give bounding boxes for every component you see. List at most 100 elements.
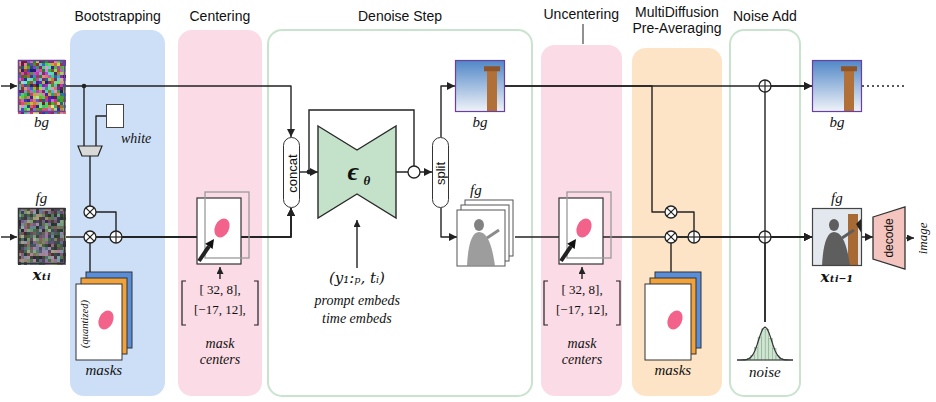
noise-pixel [51, 93, 54, 96]
noise-pixel [27, 253, 30, 256]
bg-prediction-image: bg [455, 60, 505, 112]
noise-pixel [48, 244, 51, 247]
node-shape [812, 60, 862, 112]
image-border [456, 61, 505, 112]
noise-pixel [24, 75, 27, 78]
noise-pixel [42, 220, 45, 223]
noise-pixel [27, 217, 30, 220]
noise-pixel [60, 226, 63, 229]
noise-pixel [57, 211, 60, 214]
noise-pixel [57, 250, 60, 253]
gaussian-noise: noise [737, 322, 793, 362]
embedding-caption: prompt embeds [315, 293, 400, 309]
noise-pixel [39, 81, 42, 84]
noise-pixel [30, 75, 33, 78]
operator-stroke [693, 231, 694, 243]
stage-band-fill [541, 45, 622, 396]
mask-centers-caption: mask centers [552, 336, 612, 368]
noise-pixel [42, 99, 45, 102]
noise-pixel [54, 75, 57, 78]
noise-pixel [42, 96, 45, 99]
noise-pixel [60, 232, 63, 235]
sky [812, 60, 862, 112]
noise-pixel [57, 223, 60, 226]
noise-pixel [60, 93, 63, 96]
node-shape [455, 60, 505, 112]
noise-pixel [42, 235, 45, 238]
figure-head [474, 219, 484, 231]
noise-pixel [42, 229, 45, 232]
noise-pixel [45, 247, 48, 250]
noise-pixel [60, 241, 63, 244]
noise-pixel [45, 253, 48, 256]
noise-pixel [24, 211, 27, 214]
noise-pixel [51, 99, 54, 102]
noise-pixel [24, 69, 27, 72]
operator-stroke [667, 208, 675, 216]
noise-pixel [51, 226, 54, 229]
embedding-arrow [356, 220, 357, 268]
noise-pixel [21, 247, 24, 250]
noise-pixel [54, 93, 57, 96]
noise-pixel [30, 220, 33, 223]
noise-pixel [42, 63, 45, 66]
noise-pixel [24, 102, 27, 105]
noise-pixel [57, 93, 60, 96]
noise-pixel [33, 78, 36, 81]
white-image: white [106, 104, 124, 128]
stage-band: Bootstrappingwhite(quantized)masks [70, 30, 165, 396]
image-border [813, 209, 862, 266]
mask-page [76, 284, 122, 360]
noise-pixel [42, 232, 45, 235]
noise-pixel [36, 229, 39, 232]
noise-pixel [24, 247, 27, 250]
node-shape [18, 208, 65, 264]
noise-pixel [60, 87, 63, 90]
noise-pixel [33, 235, 36, 238]
figure-arm [842, 230, 854, 238]
noise-pixel [39, 229, 42, 232]
noise-pixel [33, 81, 36, 84]
noise-pixel [42, 66, 45, 69]
noise-pixel [33, 99, 36, 102]
mask-center-row: [−17, 12], [556, 303, 608, 318]
operator-stroke [764, 231, 765, 243]
noise-pixel [54, 250, 57, 253]
noise-pixel [54, 214, 57, 217]
noise-pixel [42, 259, 45, 262]
noise-pixel [24, 87, 27, 90]
decoder-shape [873, 207, 905, 269]
noise-pixel [48, 217, 51, 220]
noise-pixel [27, 87, 30, 90]
noise-pixel [54, 102, 57, 105]
noise-pixel [30, 259, 33, 262]
add-operator [110, 231, 122, 243]
noise-pixel [54, 235, 57, 238]
noise-pixel [24, 229, 27, 232]
noise-pixel [24, 72, 27, 75]
mask-stack: masks [645, 272, 701, 360]
matrix-bracket [254, 281, 258, 325]
noise-pixel [30, 253, 33, 256]
noise-pixel [42, 253, 45, 256]
noise-pixel [60, 96, 63, 99]
noise-pixel [36, 75, 39, 78]
noise-pixel [30, 81, 33, 84]
mask-blob [95, 308, 116, 332]
noise-pixel [48, 108, 51, 111]
noise-pixel [24, 93, 27, 96]
noise-pixel [21, 253, 24, 256]
noise-pixel [42, 81, 45, 84]
noise-pixel [39, 66, 42, 69]
noise-pixel [21, 69, 24, 72]
noise-pixel [54, 247, 57, 250]
noise-pixel [39, 108, 42, 111]
noise-pixel [24, 214, 27, 217]
noise-pixel [27, 250, 30, 253]
noise-pixel [39, 93, 42, 96]
noise-pixel [27, 90, 30, 93]
noise-pixel [27, 220, 30, 223]
noise-pixel [30, 211, 33, 214]
add-operator [759, 80, 771, 92]
